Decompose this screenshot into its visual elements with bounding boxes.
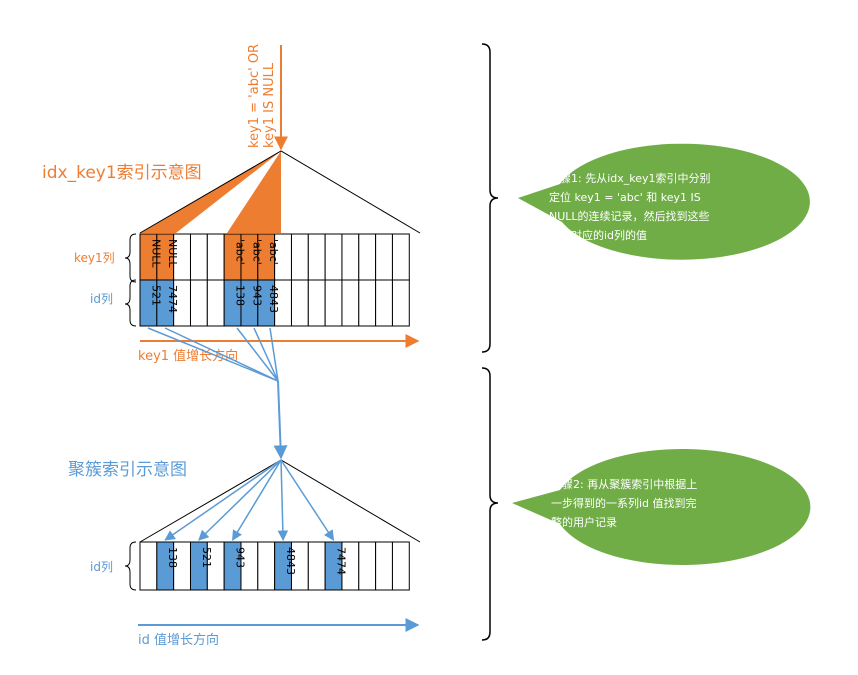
empty-cell: [375, 541, 393, 591]
key1-row-label: key1列: [74, 251, 115, 265]
step1-text-line3: NULL的连续记录，然后找到这些: [549, 209, 710, 223]
step1-text-line2: 定位 key1 = 'abc' 和 key1 IS: [549, 190, 701, 204]
key1-value: 'abc': [267, 239, 280, 265]
clustered-id-value: 943: [234, 547, 247, 568]
condition-text-line2: key1 IS NULL: [262, 62, 277, 148]
empty-cell: [290, 279, 309, 327]
key1-value: 'abc': [250, 239, 263, 265]
id-row-brace: [124, 279, 137, 327]
id-value: 943: [250, 285, 263, 306]
id-value: 138: [234, 285, 247, 306]
empty-cell: [375, 279, 393, 327]
secondary-index: key1 = 'abc' OR key1 IS NULL idx_key1索引示…: [42, 44, 421, 364]
empty-cell: [206, 279, 225, 327]
top-section-brace: [481, 43, 499, 353]
clustered-id-row-label: id列: [90, 560, 113, 574]
key1-value: NULL: [166, 239, 179, 268]
empty-cell: [324, 233, 343, 281]
id-value: 4843: [267, 285, 280, 313]
record-lookup-arrow: [231, 459, 282, 541]
clustered-id-value: 521: [200, 547, 213, 568]
step1-bubble: 步骤1: 先从idx_key1索引中分别 定位 key1 = 'abc' 和 k…: [518, 143, 810, 260]
key1-value: NULL: [149, 239, 162, 268]
step1-text-line4: 记录对应的id列的值: [549, 228, 647, 242]
empty-cell: [358, 233, 377, 281]
key1-row-brace: [124, 233, 137, 283]
record-lookup-arrow: [280, 459, 335, 541]
empty-cell: [307, 279, 326, 327]
empty-cell: [307, 233, 326, 281]
step2-text-line3: 整的用户记录: [551, 515, 617, 529]
empty-cell: [189, 233, 208, 281]
id-direction-label: id 值增长方向: [138, 632, 219, 648]
id-value: 7474: [166, 285, 179, 313]
id-row-label: id列: [90, 292, 113, 306]
clustered-index: 聚簇索引示意图 138 521 943 4843 7474 id列 id 值增长方向: [68, 459, 421, 648]
empty-cell: [290, 233, 309, 281]
record-lookup-arrow: [198, 459, 282, 541]
step2-text-line1: 步骤2: 再从聚簇索引中根据上: [551, 477, 697, 491]
secondary-tree-triangle: [139, 150, 421, 234]
empty-cell: [391, 279, 410, 327]
clustered-id-value: 138: [166, 547, 179, 568]
empty-cell: [257, 541, 276, 591]
clustered-index-title: 聚簇索引示意图: [68, 460, 187, 480]
empty-cell: [358, 279, 377, 327]
clustered-fan-arrows: [164, 459, 335, 542]
empty-cell: [307, 541, 326, 591]
step2-bubble: 步骤2: 再从聚簇索引中根据上 一步得到的一系列id 值找到完 整的用户记录: [512, 448, 811, 565]
clustered-id-value: 7474: [335, 547, 348, 575]
empty-cell: [391, 541, 410, 591]
key1-direction-label: key1 值增长方向: [138, 348, 238, 364]
empty-cell: [189, 279, 208, 327]
empty-cell: [341, 233, 360, 281]
abc-range-fan: [227, 151, 281, 233]
record-lookup-arrow: [277, 459, 289, 542]
condition-text-line1: key1 = 'abc' OR: [247, 44, 262, 148]
empty-cell: [341, 279, 360, 327]
lookup-connectors: [147, 327, 288, 460]
empty-cell: [324, 279, 343, 327]
step1-text-line1: 步骤1: 先从idx_key1索引中分别: [549, 171, 711, 185]
clustered-id-value: 4843: [284, 547, 297, 575]
empty-cell: [391, 233, 410, 281]
id-value: 521: [149, 285, 162, 306]
secondary-index-title: idx_key1索引示意图: [42, 163, 202, 183]
clustered-id-row: 138 521 943 4843 7474: [139, 541, 410, 591]
step2-text-line2: 一步得到的一系列id 值找到完: [551, 496, 697, 510]
empty-cell: [375, 233, 393, 281]
bottom-section-brace: [481, 367, 499, 641]
empty-cell: [139, 541, 158, 591]
record-lookup-arrow: [164, 459, 282, 541]
clustered-id-row-brace: [124, 541, 137, 591]
empty-cell: [358, 541, 377, 591]
key1-value: 'abc': [234, 239, 247, 265]
empty-cell: [206, 233, 225, 281]
